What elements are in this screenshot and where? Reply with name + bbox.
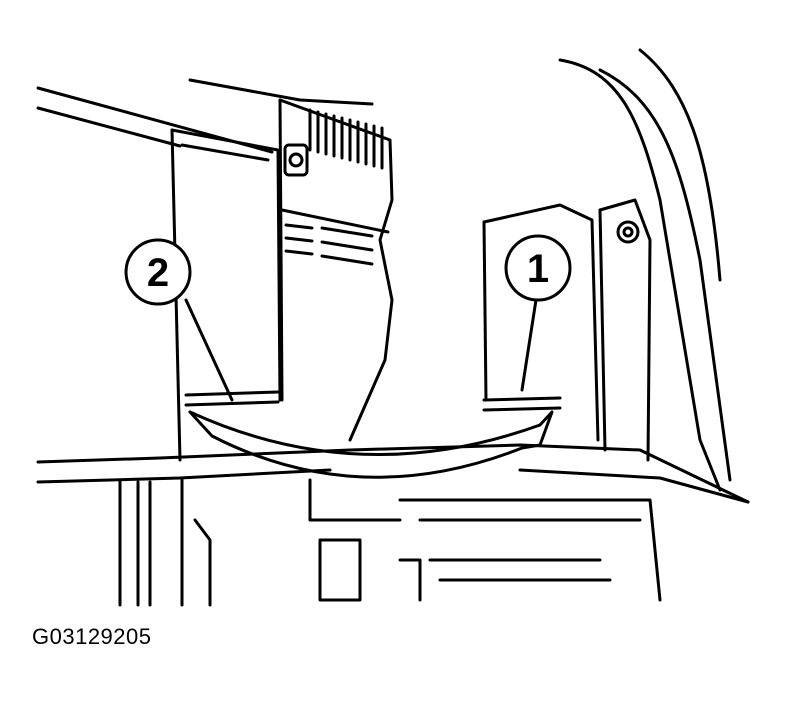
right-body (558, 48, 732, 492)
slide-direction-arrow (188, 410, 554, 479)
right-bracket (482, 198, 652, 462)
callout-1: 1 (504, 234, 572, 302)
callout-leaders (184, 298, 538, 402)
base-frame (36, 443, 750, 504)
lower-column (118, 478, 212, 607)
center-housing (278, 98, 394, 442)
callout-2-label: 2 (147, 251, 169, 295)
callout-1-label: 1 (527, 247, 549, 291)
callout-2: 2 (124, 238, 192, 306)
lower-mechanism (308, 478, 662, 602)
figure-code: G03129205 (32, 624, 152, 649)
left-module (170, 128, 282, 462)
